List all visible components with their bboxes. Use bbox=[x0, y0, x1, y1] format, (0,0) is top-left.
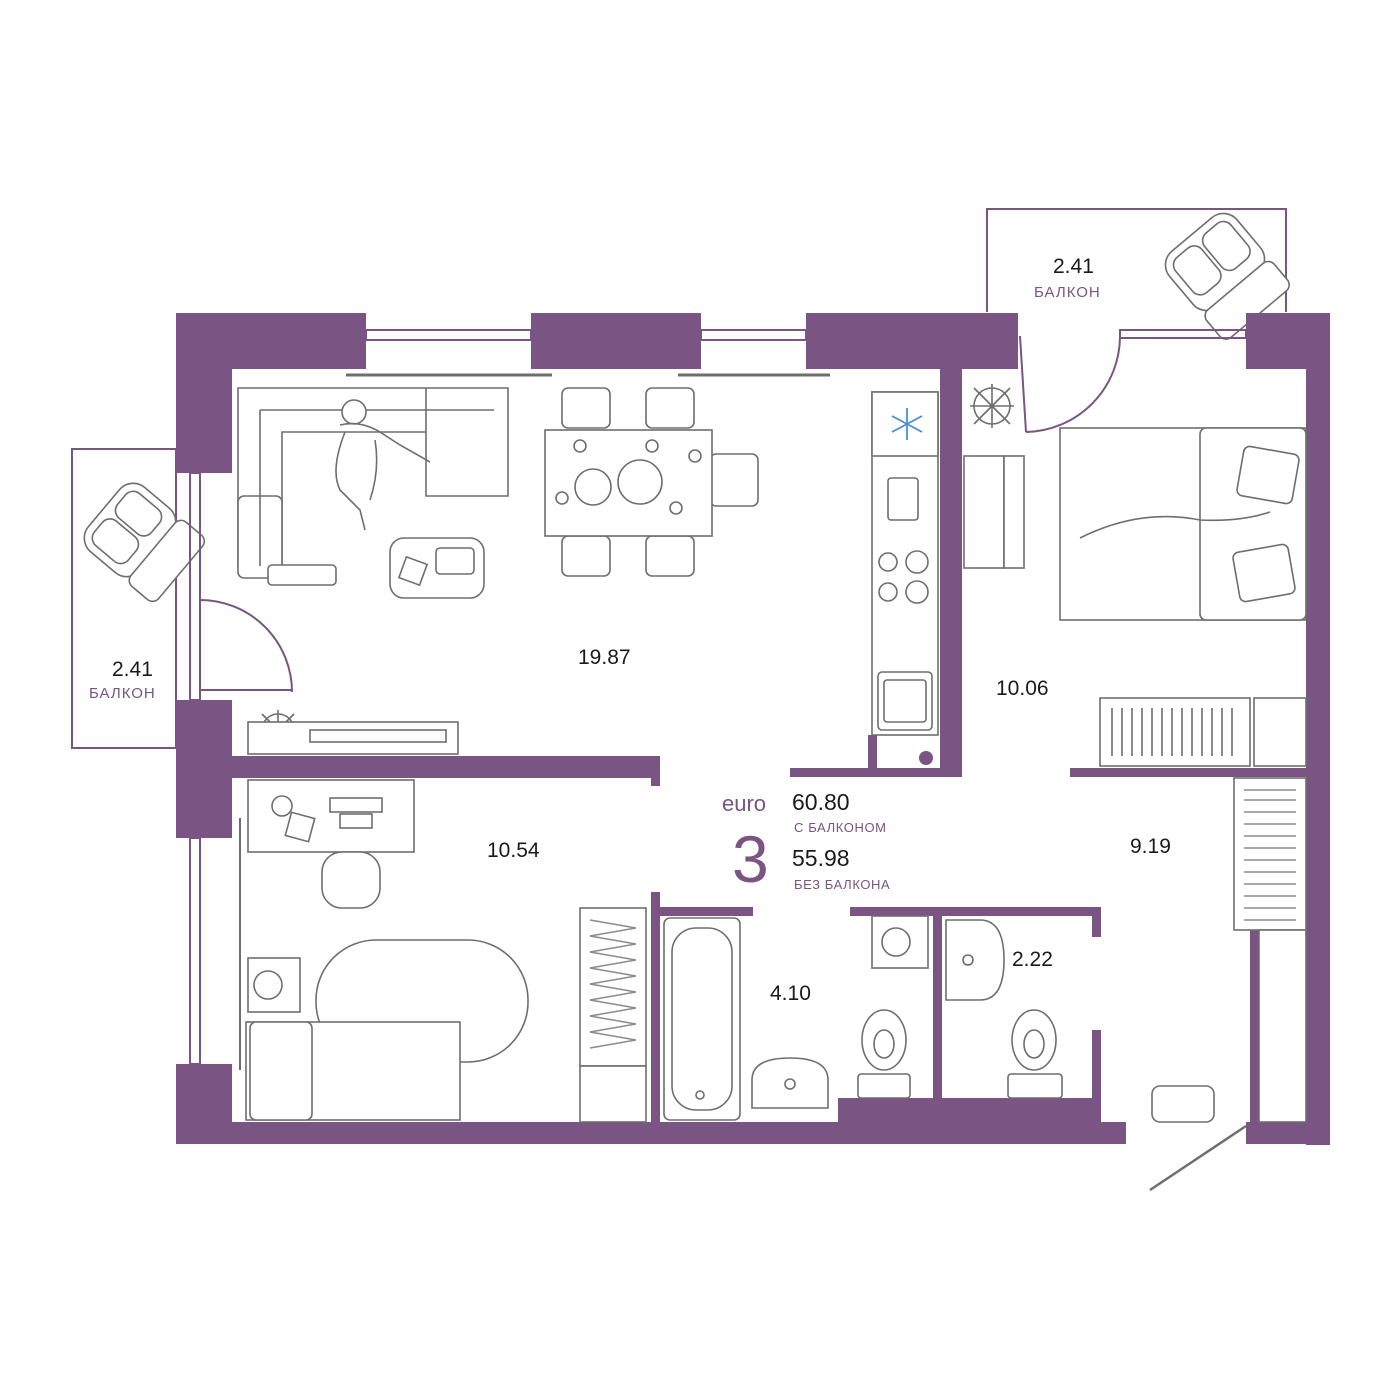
room-area-bathroom: 4.10 bbox=[770, 982, 811, 1005]
summary-area-without-balcony: 55.98 bbox=[792, 845, 850, 871]
dining-table-icon bbox=[544, 387, 759, 577]
rug-icon bbox=[1151, 1085, 1215, 1123]
coffee-table-icon bbox=[389, 537, 485, 599]
door-icon bbox=[199, 335, 1247, 1192]
room-area-hall: 9.19 bbox=[1130, 835, 1171, 858]
summary-with-balcony-label: С БАЛКОНОМ bbox=[794, 820, 887, 835]
armchair-icon bbox=[83, 482, 206, 603]
toilet-icon bbox=[857, 1009, 911, 1099]
summary-area-with-balcony: 60.80 bbox=[792, 789, 850, 815]
desk-icon bbox=[963, 455, 1025, 569]
plant-icon bbox=[970, 384, 1014, 428]
kitchen-unit bbox=[871, 391, 939, 765]
radiator-icon bbox=[579, 907, 647, 1123]
tv-icon bbox=[247, 721, 459, 755]
toilet-icon bbox=[1007, 1009, 1063, 1099]
room-area-bedroom-right: 10.06 bbox=[996, 677, 1049, 700]
balcony-top-label: БАЛКОН bbox=[1034, 284, 1101, 301]
washing-machine-icon bbox=[871, 915, 929, 969]
summary-rooms-count: 3 bbox=[732, 822, 769, 896]
fridge-snowflake-icon bbox=[891, 408, 923, 440]
balcony-left bbox=[71, 448, 206, 749]
balcony-top-area: 2.41 bbox=[1053, 255, 1094, 278]
desk-icon bbox=[247, 779, 415, 909]
walls bbox=[176, 313, 1330, 1145]
sink-icon bbox=[751, 1057, 829, 1109]
balcony-left-area: 2.41 bbox=[112, 658, 153, 681]
room-area-living-kitchen: 19.87 bbox=[578, 646, 631, 669]
person-icon bbox=[335, 399, 431, 531]
sink-icon bbox=[945, 919, 1005, 1001]
room-area-bedroom-left: 10.54 bbox=[487, 839, 540, 862]
stove-icon bbox=[878, 550, 929, 604]
bed-icon bbox=[1059, 427, 1307, 621]
bed-icon bbox=[245, 939, 529, 1121]
washing-machine-icon bbox=[247, 957, 301, 1013]
summary-without-balcony-label: БЕЗ БАЛКОНА bbox=[794, 877, 890, 892]
armchair-icon bbox=[1164, 212, 1290, 340]
sofa-icon bbox=[237, 387, 509, 586]
bathtub-icon bbox=[663, 917, 741, 1121]
radiator-icon bbox=[1099, 697, 1307, 767]
balcony-left-label: БАЛКОН bbox=[89, 685, 156, 702]
windows bbox=[189, 329, 1247, 1065]
room-area-toilet: 2.22 bbox=[1012, 948, 1053, 971]
sink-icon bbox=[877, 671, 933, 731]
wardrobe-icon bbox=[1233, 777, 1307, 1123]
balcony-top bbox=[986, 208, 1290, 340]
summary-prefix: euro bbox=[722, 791, 766, 816]
